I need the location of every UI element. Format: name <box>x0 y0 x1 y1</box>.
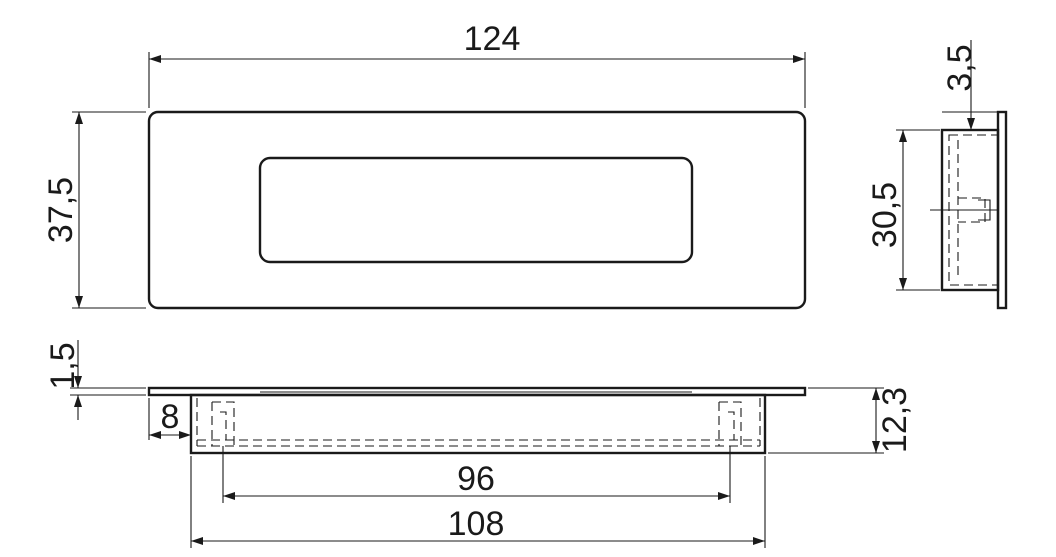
dimension-hole-spacing-label: 96 <box>457 460 495 498</box>
front-recess-outline <box>258 156 694 264</box>
front-view <box>147 110 807 310</box>
dimension-length-label: 124 <box>464 20 521 58</box>
side-screw-detail <box>958 197 986 223</box>
dimension-offset-label: 8 <box>161 398 180 436</box>
dimension-length: 124 <box>148 20 806 108</box>
dimension-total-depth: 12,3 <box>768 387 914 454</box>
bottom-right-screw <box>718 401 742 446</box>
dimension-flange-label: 1,5 <box>44 342 82 389</box>
dimension-face-depth: 3,5 <box>941 40 1006 130</box>
bottom-left-screw <box>211 401 235 446</box>
dimension-body-length-label: 108 <box>448 505 505 543</box>
bottom-view <box>147 386 807 455</box>
front-plate-outline <box>147 110 807 310</box>
dimension-inner-height: 30,5 <box>866 129 940 291</box>
dimension-height-label: 37,5 <box>42 177 80 243</box>
dimension-hole-spacing: 96 <box>222 446 731 503</box>
dimension-body-length: 108 <box>190 456 766 548</box>
dimension-height: 37,5 <box>42 111 146 309</box>
side-view <box>930 110 1008 310</box>
dimension-offset: 8 <box>148 398 191 440</box>
dimension-flange: 1,5 <box>44 340 146 420</box>
side-face-plate <box>996 110 1008 310</box>
dimension-total-depth-label: 12,3 <box>876 387 914 453</box>
bottom-body <box>189 393 767 455</box>
dimension-inner-height-label: 30,5 <box>866 182 904 248</box>
dimension-face-depth-label: 3,5 <box>941 44 979 91</box>
